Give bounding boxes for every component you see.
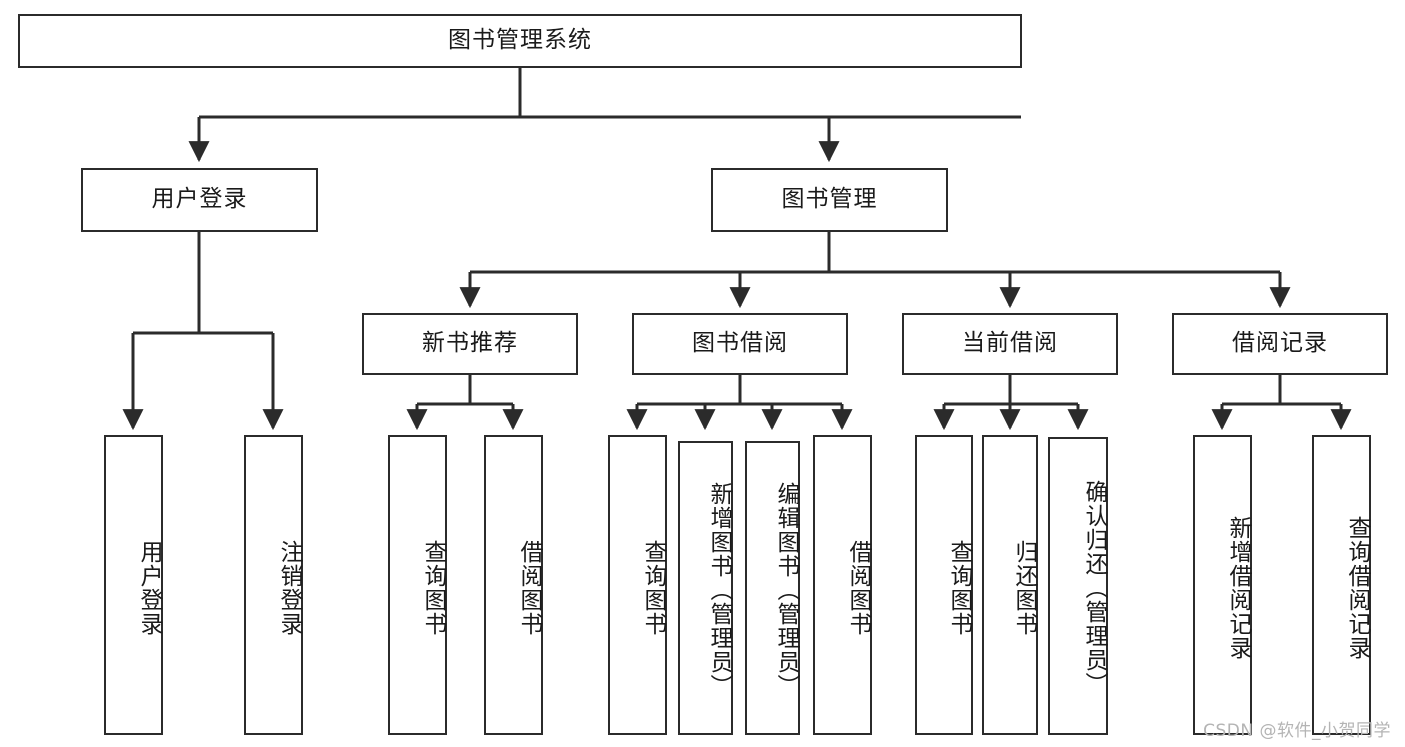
node-book-management[interactable]: 图书管理: [711, 168, 948, 232]
node-root-book-management-system[interactable]: 图书管理系统: [18, 14, 1022, 68]
node-new-book-recommend[interactable]: 新书推荐: [362, 313, 578, 375]
node-label: 图书借阅: [692, 330, 788, 357]
node-user-login[interactable]: 用户登录: [81, 168, 318, 232]
node-label: 新增借阅记录: [1225, 516, 1251, 660]
node-label: 新书推荐: [422, 330, 518, 357]
node-leaf-add-borrow-record[interactable]: 新增借阅记录: [1193, 435, 1252, 735]
node-label: 注销登录: [276, 540, 302, 636]
node-label: 确认归还（管理员）: [1081, 480, 1107, 696]
node-label: 用户登录: [136, 540, 162, 636]
node-current-borrow[interactable]: 当前借阅: [902, 313, 1118, 375]
node-label: 当前借阅: [962, 330, 1058, 357]
node-book-borrow[interactable]: 图书借阅: [632, 313, 848, 375]
node-borrow-record[interactable]: 借阅记录: [1172, 313, 1388, 375]
node-label: 用户登录: [151, 186, 248, 213]
node-label: 查询图书: [640, 540, 666, 636]
node-leaf-user-login[interactable]: 用户登录: [104, 435, 163, 735]
node-leaf-borrow-book-recommend[interactable]: 借阅图书: [484, 435, 543, 735]
node-label: 图书管理: [781, 186, 878, 213]
csdn-watermark: CSDN @软件_小贺同学: [1203, 721, 1391, 741]
node-leaf-query-book-recommend[interactable]: 查询图书: [388, 435, 447, 735]
node-label: 编辑图书（管理员）: [773, 482, 799, 698]
node-leaf-edit-book-admin[interactable]: 编辑图书（管理员）: [745, 441, 800, 735]
node-leaf-query-book-current[interactable]: 查询图书: [915, 435, 973, 735]
node-label: 图书管理系统: [448, 27, 592, 54]
node-leaf-query-borrow-record[interactable]: 查询借阅记录: [1312, 435, 1371, 735]
node-leaf-logout[interactable]: 注销登录: [244, 435, 303, 735]
node-label: 归还图书: [1011, 540, 1037, 636]
node-label: 借阅图书: [516, 540, 542, 636]
node-label: 查询图书: [420, 540, 446, 636]
node-label: 查询借阅记录: [1344, 516, 1370, 660]
node-label: 借阅图书: [845, 540, 871, 636]
node-leaf-add-book-admin[interactable]: 新增图书（管理员）: [678, 441, 733, 735]
node-label: 新增图书（管理员）: [706, 482, 732, 698]
node-label: 查询图书: [946, 540, 972, 636]
node-leaf-confirm-return-admin[interactable]: 确认归还（管理员）: [1048, 437, 1108, 735]
node-leaf-query-book-borrow[interactable]: 查询图书: [608, 435, 667, 735]
node-leaf-borrow-book[interactable]: 借阅图书: [813, 435, 872, 735]
node-label: 借阅记录: [1232, 330, 1328, 357]
node-leaf-return-book[interactable]: 归还图书: [982, 435, 1038, 735]
